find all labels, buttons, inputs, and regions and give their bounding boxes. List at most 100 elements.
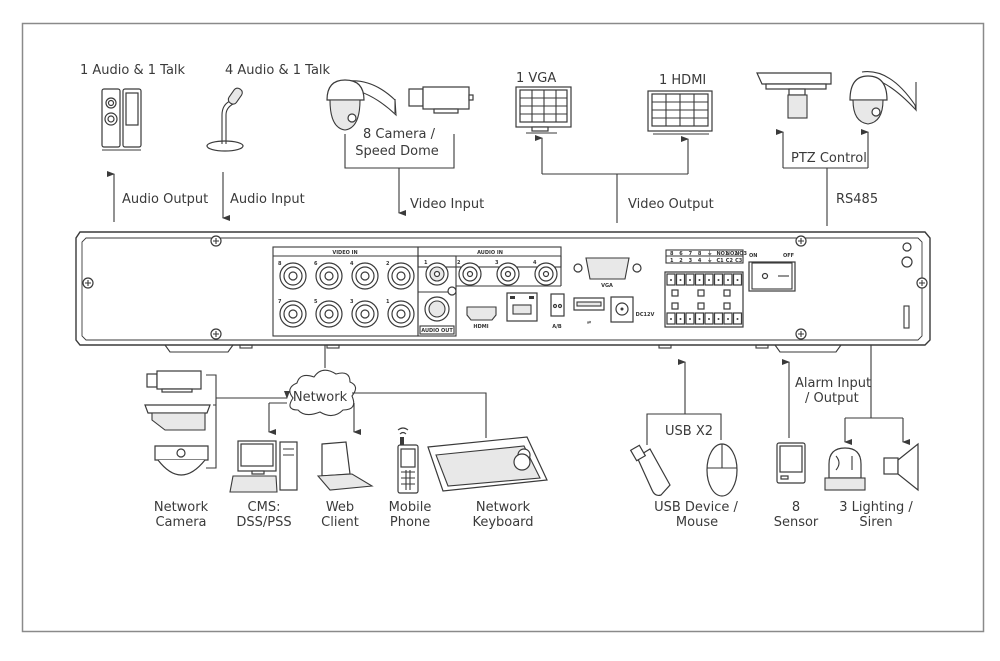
alarm-led — [723, 289, 731, 297]
mouse-icon — [706, 443, 738, 497]
vga-monitor-label: 1 VGA — [516, 71, 556, 86]
svg-text:3: 3 — [495, 260, 499, 266]
hdmi-port: HDMI — [466, 306, 497, 330]
alarm-terminal-label: NO1 — [717, 251, 729, 257]
video-input-label: Video Input — [410, 197, 484, 212]
audio-output-device-label: 1 Audio & 1 Talk — [80, 63, 186, 78]
cms-pc-icon — [229, 440, 298, 493]
speed-dome-icon — [326, 79, 397, 131]
bnc-port: 4 — [350, 261, 379, 290]
alarm-terminal-pin — [694, 312, 705, 325]
bnc-port: 7 — [278, 299, 307, 328]
alarm-label-line1: Alarm Input — [795, 376, 871, 391]
bnc-port: 8 — [278, 261, 307, 290]
warning-light-icon — [824, 447, 866, 491]
audio-input-label: Audio Input — [230, 192, 305, 207]
screw-icon — [795, 235, 807, 247]
alarm-terminal-label: 6 — [679, 251, 683, 257]
alarm-terminal-label: 4 — [698, 258, 702, 264]
alarm-terminal-label: 8 — [698, 251, 702, 257]
usb-group-label: USB X2 — [665, 424, 713, 439]
svg-text:A/B: A/B — [552, 324, 562, 330]
alarm-led — [723, 302, 731, 310]
svg-text:6: 6 — [314, 261, 318, 267]
ptz-control-label: PTZ Control — [791, 151, 867, 166]
screw-icon — [210, 328, 222, 340]
bnc-port: 5 — [314, 299, 343, 328]
video-output-label: Video Output — [628, 197, 714, 212]
bnc-port: 6 — [314, 261, 343, 290]
cms-label-line2: DSS/PSS — [236, 515, 291, 530]
alarm-led — [697, 289, 705, 297]
screw-icon — [82, 277, 94, 289]
alarm-terminal-pin — [732, 273, 743, 286]
usb-port: ⇌ — [573, 297, 605, 326]
siren-label-line1: 3 Lighting / — [839, 500, 913, 515]
audio-output-label: Audio Output — [122, 192, 208, 207]
alarm-terminal-label: 1 — [670, 258, 674, 264]
web-client-label-line2: Client — [321, 515, 359, 530]
sensor-icon — [776, 442, 806, 484]
mobile-phone-label-line2: Phone — [390, 515, 430, 530]
alarm-terminal-pin — [732, 312, 743, 325]
alarm-terminal-pin — [675, 273, 686, 286]
audio-in-port: 2 — [457, 260, 482, 286]
ptz-dome-icon — [849, 71, 917, 125]
cms-label-line1: CMS: — [248, 500, 281, 515]
ground-screw-icon — [901, 242, 913, 268]
siren-label-line2: Siren — [859, 515, 892, 530]
svg-text:8: 8 — [278, 261, 282, 267]
alarm-terminal-label: C2 — [726, 258, 734, 264]
network-keyboard-label-line1: Network — [476, 500, 531, 515]
ptz-housing-camera-icon — [756, 72, 832, 119]
mobile-phone-label-line1: Mobile — [389, 500, 432, 515]
network-cloud-icon — [289, 369, 357, 417]
alarm-terminal-pin — [685, 312, 695, 325]
alarm-terminal-pin — [694, 273, 705, 286]
microphone-icon — [206, 87, 244, 152]
alarm-terminal-pin — [675, 312, 686, 325]
audio-out-label: AUDIO OUT — [421, 328, 453, 334]
power-jack: DC12V — [610, 296, 654, 323]
ethernet-port — [506, 292, 538, 322]
svg-text:4: 4 — [533, 260, 537, 266]
audio-input-device-label: 4 Audio & 1 Talk — [225, 63, 331, 78]
alarm-led — [671, 289, 679, 297]
audio-in-port: 1 — [424, 260, 449, 286]
usb-device-label-line1: USB Device / — [654, 500, 738, 515]
svg-text:VGA: VGA — [601, 283, 613, 289]
bnc-port: 3 — [350, 299, 379, 328]
svg-text:⇌: ⇌ — [587, 320, 591, 326]
vga-port: VGA — [573, 257, 642, 289]
audio-in-port: 4 — [533, 260, 558, 286]
network-keyboard-label-line2: Keyboard — [472, 515, 533, 530]
alarm-terminal-label: ⏚ — [707, 250, 712, 257]
rs485-port: A/B — [550, 293, 565, 330]
svg-text:2: 2 — [386, 261, 390, 267]
svg-text:2: 2 — [457, 260, 461, 266]
bnc-port: 1 — [386, 299, 415, 328]
alarm-terminal-label: 8 — [670, 251, 674, 257]
svg-text:ON: ON — [749, 253, 757, 259]
alarm-terminal-pin — [723, 312, 733, 325]
audio-in-port: 3 — [495, 260, 520, 286]
rs485-label: RS485 — [836, 192, 878, 207]
hdmi-monitor-label: 1 HDMI — [659, 73, 706, 88]
mobile-phone-icon — [397, 427, 419, 494]
alarm-led — [697, 302, 705, 310]
hdmi-monitor-icon — [647, 90, 713, 135]
speakers-icon — [101, 88, 142, 151]
web-client-label-line1: Web — [326, 500, 354, 515]
svg-text:OFF: OFF — [783, 253, 794, 259]
diagram-frame — [21, 22, 985, 633]
network-camera-label-line1: Network — [154, 500, 209, 515]
box-camera-icon — [408, 86, 474, 114]
alarm-terminal-pin — [704, 312, 714, 325]
cameras-label-line1: 8 Camera / — [363, 127, 436, 142]
usb-stick-icon — [629, 444, 671, 497]
alarm-terminal-label: ⏚ — [707, 257, 712, 264]
network-camera-icons — [144, 370, 211, 476]
sensor-label-line2: Sensor — [774, 515, 819, 530]
svg-text:7: 7 — [278, 299, 282, 305]
